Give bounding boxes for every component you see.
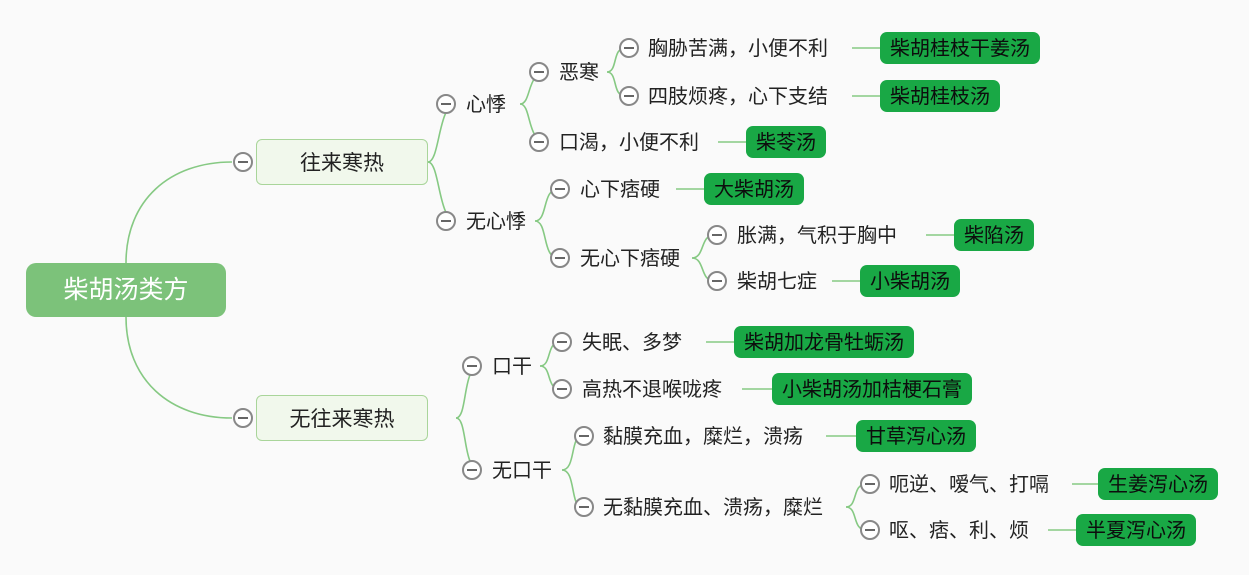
formula-leaf[interactable]: 柴苓汤 <box>746 126 826 158</box>
collapse-toggle-icon[interactable] <box>574 497 594 517</box>
node-palpitation[interactable]: 心悸 <box>466 92 506 116</box>
collapse-toggle-icon[interactable] <box>552 332 572 352</box>
formula-leaf[interactable]: 小柴胡汤加桔梗石膏 <box>772 373 972 405</box>
node-condition[interactable]: 柴胡七症 <box>737 269 817 293</box>
collapse-toggle-icon[interactable] <box>860 474 880 494</box>
node-condition[interactable]: 失眠、多梦 <box>582 330 682 354</box>
node-dry-mouth[interactable]: 口干 <box>492 354 532 378</box>
formula-leaf[interactable]: 柴陷汤 <box>954 219 1034 251</box>
collapse-toggle-icon[interactable] <box>707 271 727 291</box>
node-condition[interactable]: 胀满，气积于胸中 <box>737 223 897 247</box>
node-condition[interactable]: 呕、痞、利、烦 <box>889 518 1029 542</box>
formula-leaf[interactable]: 半夏泻心汤 <box>1076 514 1196 546</box>
collapse-toggle-icon[interactable] <box>529 132 549 152</box>
collapse-toggle-icon[interactable] <box>233 408 253 428</box>
formula-leaf[interactable]: 甘草泻心汤 <box>856 420 976 452</box>
collapse-toggle-icon[interactable] <box>707 225 727 245</box>
node-condition[interactable]: 口渴，小便不利 <box>559 130 699 154</box>
node-condition[interactable]: 胸胁苦满，小便不利 <box>648 36 828 60</box>
branch-node-alternating-chills-fever[interactable]: 往来寒热 <box>256 139 428 185</box>
node-condition[interactable]: 黏膜充血，糜烂，溃疡 <box>603 424 803 448</box>
formula-leaf[interactable]: 小柴胡汤 <box>860 265 960 297</box>
node-no-palpitation[interactable]: 无心悸 <box>466 209 526 233</box>
root-node[interactable]: 柴胡汤类方 <box>26 263 226 317</box>
branch-node-no-alternating-chills-fever[interactable]: 无往来寒热 <box>256 395 428 441</box>
collapse-toggle-icon[interactable] <box>860 520 880 540</box>
node-condition[interactable]: 四肢烦疼，心下支结 <box>648 84 828 108</box>
collapse-toggle-icon[interactable] <box>552 379 572 399</box>
collapse-toggle-icon[interactable] <box>233 152 253 172</box>
node-no-mucosal-congestion[interactable]: 无黏膜充血、溃疡，糜烂 <box>603 495 823 519</box>
formula-leaf[interactable]: 柴胡桂枝干姜汤 <box>880 32 1040 64</box>
collapse-toggle-icon[interactable] <box>550 248 570 268</box>
node-condition[interactable]: 心下痞硬 <box>580 177 660 201</box>
node-no-epigastric-hardness[interactable]: 无心下痞硬 <box>580 246 680 270</box>
node-aversion-to-cold[interactable]: 恶寒 <box>559 60 599 84</box>
collapse-toggle-icon[interactable] <box>462 356 482 376</box>
node-condition[interactable]: 呃逆、嗳气、打嗝 <box>889 472 1049 496</box>
collapse-toggle-icon[interactable] <box>436 94 456 114</box>
formula-leaf[interactable]: 柴胡桂枝汤 <box>880 80 1000 112</box>
collapse-toggle-icon[interactable] <box>619 86 639 106</box>
node-condition[interactable]: 高热不退喉咙疼 <box>582 377 722 401</box>
node-no-dry-mouth[interactable]: 无口干 <box>492 458 552 482</box>
collapse-toggle-icon[interactable] <box>619 38 639 58</box>
collapse-toggle-icon[interactable] <box>462 460 482 480</box>
formula-leaf[interactable]: 柴胡加龙骨牡蛎汤 <box>734 326 914 358</box>
formula-leaf[interactable]: 生姜泻心汤 <box>1098 468 1218 500</box>
collapse-toggle-icon[interactable] <box>436 211 456 231</box>
formula-leaf[interactable]: 大柴胡汤 <box>704 173 804 205</box>
collapse-toggle-icon[interactable] <box>574 426 594 446</box>
collapse-toggle-icon[interactable] <box>550 179 570 199</box>
collapse-toggle-icon[interactable] <box>529 62 549 82</box>
